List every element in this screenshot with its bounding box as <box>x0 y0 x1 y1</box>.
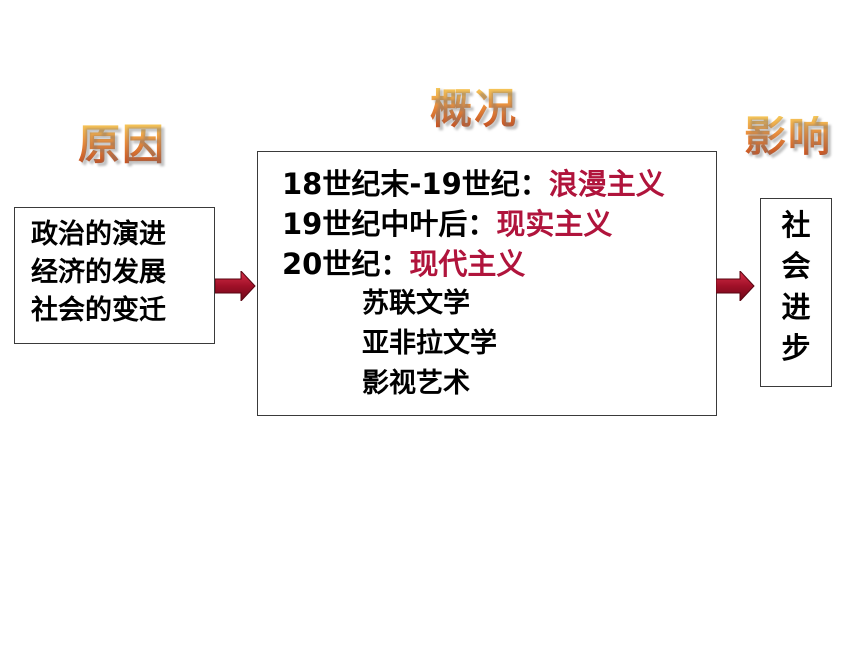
cause-line-politics: 政治的演进 <box>31 219 166 250</box>
overview-box: 18世纪末-19世纪：浪漫主义 19世纪中叶后：现实主义 20世纪：现代主义 苏… <box>257 151 717 416</box>
movement-label: 现代主义 <box>409 247 526 281</box>
sub-item-film-art: 影视艺术 <box>362 368 470 399</box>
sub-item-asia-africa-latin-literature: 亚非拉文学 <box>362 328 497 359</box>
period-label: 19世纪中叶后： <box>282 207 497 241</box>
movement-label: 浪漫主义 <box>548 167 665 201</box>
impact-char: 会 <box>781 249 811 283</box>
impact-heading: 影响 <box>744 112 833 161</box>
impact-char: 进 <box>781 290 811 324</box>
cause-line-economy: 经济的发展 <box>31 257 166 288</box>
period-modernism: 20世纪：现代主义 <box>282 244 716 284</box>
period-realism: 19世纪中叶后：现实主义 <box>282 204 716 244</box>
impact-char: 步 <box>781 331 811 365</box>
cause-heading: 原因 <box>78 120 167 169</box>
movement-label: 现实主义 <box>496 207 613 241</box>
impact-box: 社 会 进 步 <box>760 198 832 387</box>
cause-box: 政治的演进 经济的发展 社会的变迁 <box>14 207 215 344</box>
period-label: 18世纪末-19世纪： <box>282 167 549 201</box>
sub-item-soviet-literature: 苏联文学 <box>362 288 470 319</box>
cause-line-society: 社会的变迁 <box>31 295 166 326</box>
impact-char: 社 <box>781 208 811 242</box>
period-romanticism: 18世纪末-19世纪：浪漫主义 <box>282 164 716 204</box>
overview-heading: 概况 <box>430 84 519 133</box>
arrow-overview-to-impact <box>716 271 755 301</box>
arrow-cause-to-overview <box>215 271 256 301</box>
period-label: 20世纪： <box>282 247 410 281</box>
